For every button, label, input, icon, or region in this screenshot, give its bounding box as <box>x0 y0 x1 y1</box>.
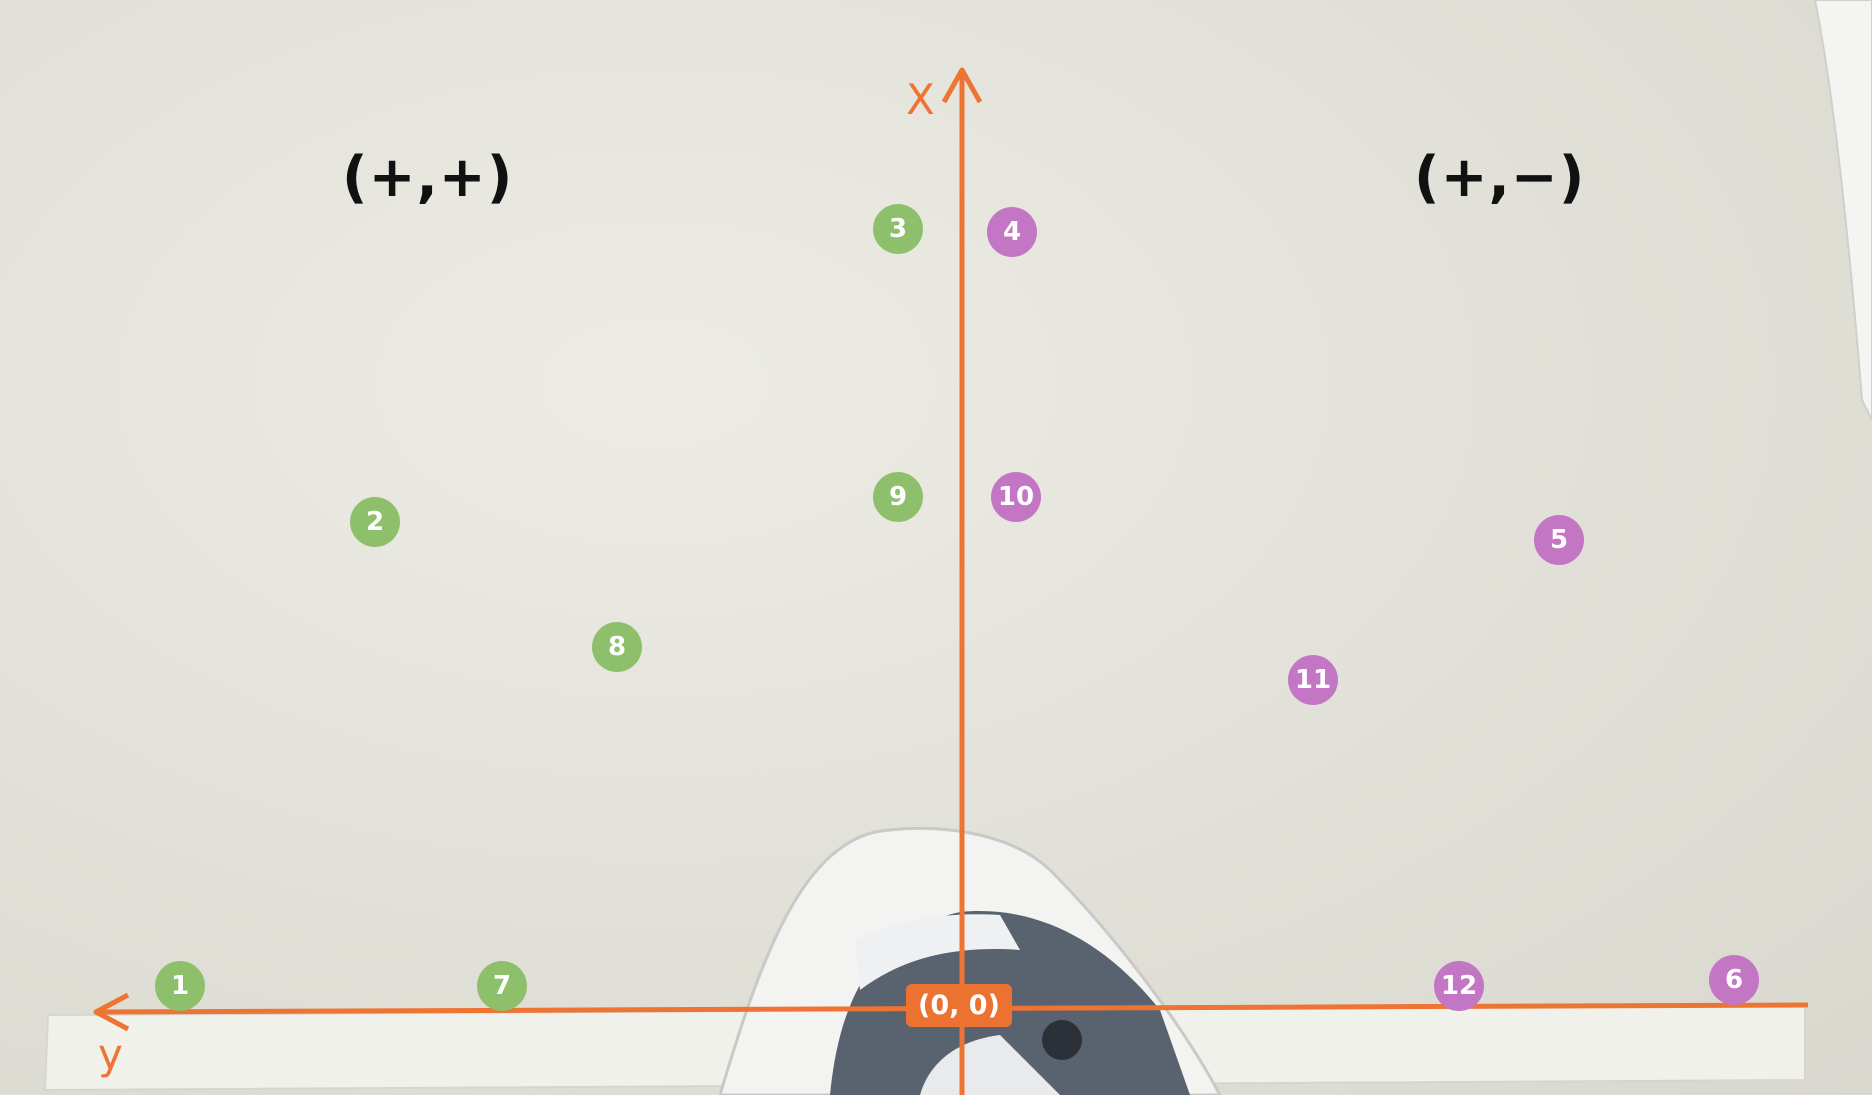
origin-label: (0, 0) <box>906 984 1012 1027</box>
quadrant-label-left: (+,+) <box>342 145 514 210</box>
y-axis-label: y <box>98 1030 123 1079</box>
marker-8: 8 <box>592 622 642 672</box>
marker-9: 9 <box>873 472 923 522</box>
marker-10: 10 <box>991 472 1041 522</box>
right-edge-object <box>1813 0 1872 421</box>
marker-4: 4 <box>987 207 1037 257</box>
marker-2: 2 <box>350 497 400 547</box>
robot-base <box>718 826 1222 1095</box>
marker-12: 12 <box>1434 961 1484 1011</box>
quadrant-label-right: (+,−) <box>1414 145 1586 210</box>
marker-11: 11 <box>1288 655 1338 705</box>
x-axis-arrowhead <box>941 67 983 104</box>
x-axis-label: X <box>906 75 935 124</box>
marker-5: 5 <box>1534 515 1584 565</box>
marker-7: 7 <box>477 961 527 1011</box>
marker-3: 3 <box>873 204 923 254</box>
marker-6: 6 <box>1709 955 1759 1005</box>
marker-1: 1 <box>155 961 205 1011</box>
y-axis-arrowhead <box>93 992 130 1032</box>
